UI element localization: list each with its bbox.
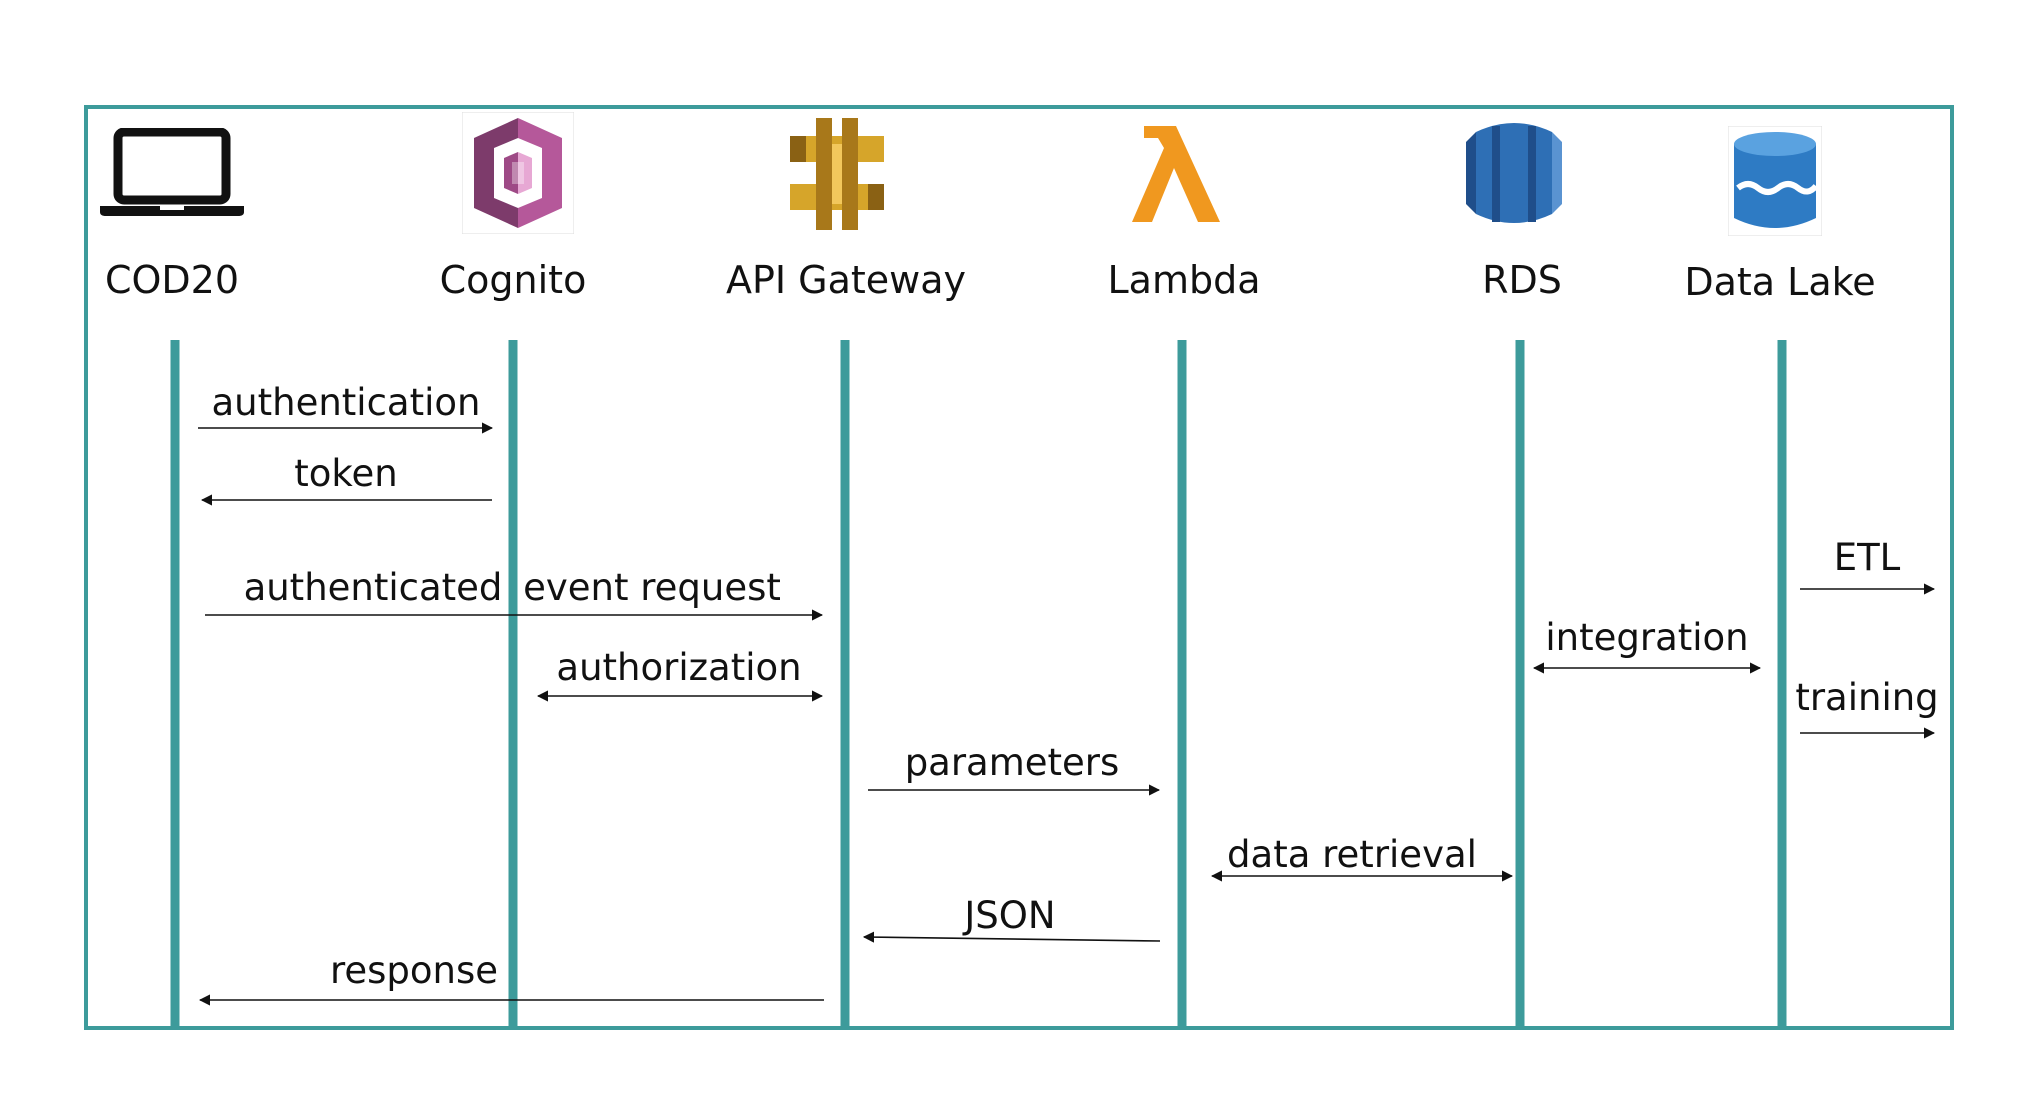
message-label-data-retrieval: data retrieval — [1227, 833, 1477, 876]
arrow-json — [862, 931, 1161, 943]
message-label-training: training — [1795, 676, 1938, 719]
data-lake-bucket-icon — [1728, 126, 1822, 236]
message-label-authenticated: authenticated — [244, 566, 503, 609]
participant-label-api-gateway: API Gateway — [725, 258, 967, 302]
message-label-event-request: event request — [523, 566, 781, 609]
cognito-icon — [462, 112, 574, 234]
diagram-frame — [84, 105, 1954, 1030]
message-label-integration: integration — [1545, 616, 1748, 659]
lambda-icon — [1132, 126, 1220, 222]
message-label-authentication: authentication — [212, 381, 481, 424]
api-gateway-icon — [790, 118, 884, 230]
participant-label-cod20: COD20 — [104, 258, 240, 302]
message-label-token: token — [294, 452, 397, 495]
participant-label-cognito: Cognito — [439, 258, 587, 302]
message-label-json: JSON — [962, 894, 1055, 937]
participant-label-rds: RDS — [1482, 258, 1562, 302]
rds-database-icon — [1466, 123, 1562, 223]
laptop-icon — [100, 128, 244, 216]
message-label-parameters: parameters — [905, 741, 1120, 784]
message-label-etl: ETL — [1834, 536, 1901, 579]
message-label-response: response — [330, 949, 498, 992]
participant-label-data-lake: Data Lake — [1684, 260, 1876, 304]
message-label-authorization: authorization — [556, 646, 801, 689]
participant-label-lambda: Lambda — [1107, 258, 1261, 302]
